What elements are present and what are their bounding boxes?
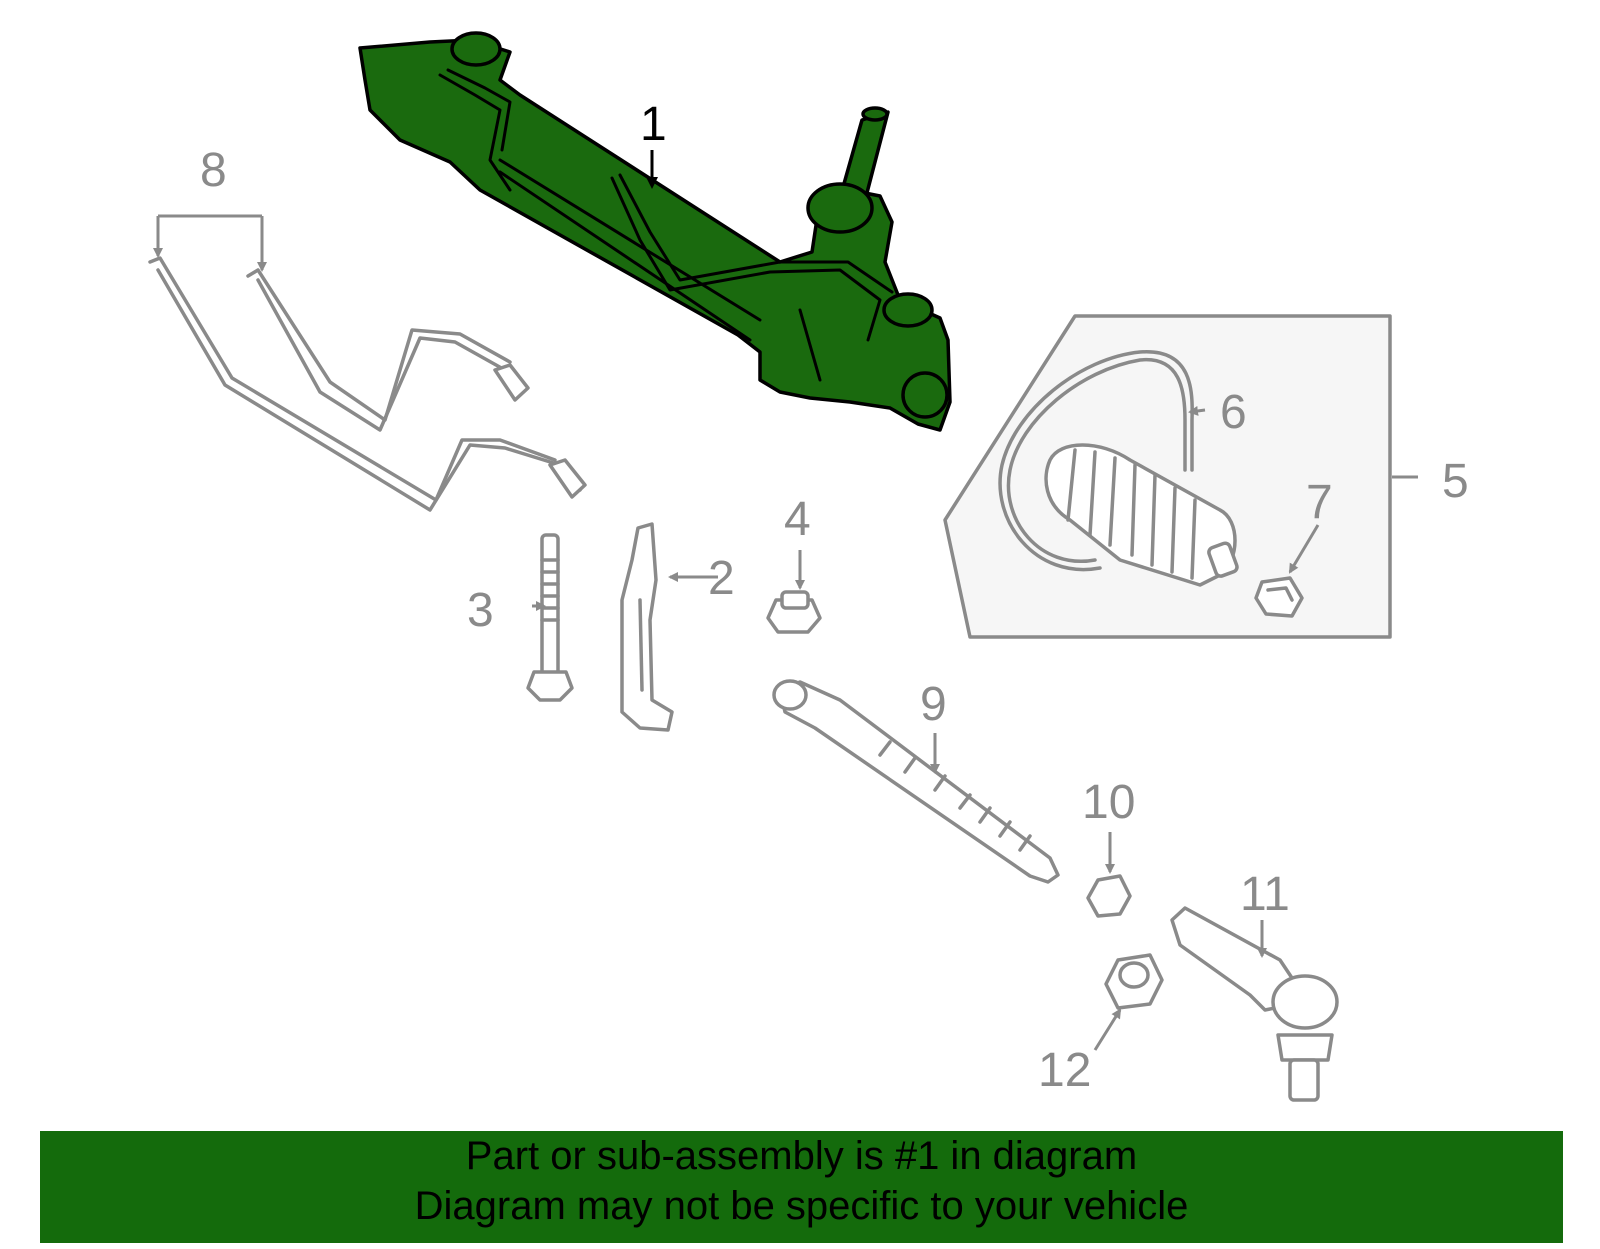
banner-line-2: Diagram may not be specific to your vehi… <box>414 1184 1189 1228</box>
bracket-part[interactable] <box>620 522 674 732</box>
callout-1: 1 <box>640 98 667 151</box>
flange-nut-part[interactable] <box>766 590 822 634</box>
steering-rack-part[interactable] <box>358 31 952 432</box>
callout-5: 5 <box>1442 455 1469 508</box>
info-banner: Part or sub-assembly is #1 in diagram Di… <box>40 1131 1563 1243</box>
callout-11: 11 <box>1240 868 1290 921</box>
pressure-lines-part[interactable] <box>148 256 587 512</box>
callout-3: 3 <box>467 584 494 637</box>
leader-lines <box>153 150 1418 1051</box>
outer-tie-rod-end-part[interactable] <box>1170 906 1339 1102</box>
callout-9: 9 <box>920 678 947 731</box>
callout-8: 8 <box>200 144 227 197</box>
bolt-part[interactable] <box>526 533 574 702</box>
nut-part[interactable] <box>1086 874 1132 918</box>
banner-line-1: Part or sub-assembly is #1 in diagram <box>465 1134 1138 1178</box>
callout-12: 12 <box>1038 1044 1091 1097</box>
callout-10: 10 <box>1082 776 1135 829</box>
callout-6: 6 <box>1220 386 1247 439</box>
inner-tie-rod-part[interactable] <box>772 679 1060 884</box>
jam-nut-part[interactable] <box>1104 953 1164 1010</box>
clip-part[interactable] <box>1254 576 1304 618</box>
callout-7: 7 <box>1306 476 1333 529</box>
callout-2: 2 <box>708 552 735 605</box>
clamp-part[interactable] <box>998 350 1194 572</box>
boot-part[interactable] <box>1044 443 1239 587</box>
callout-4: 4 <box>784 493 811 546</box>
